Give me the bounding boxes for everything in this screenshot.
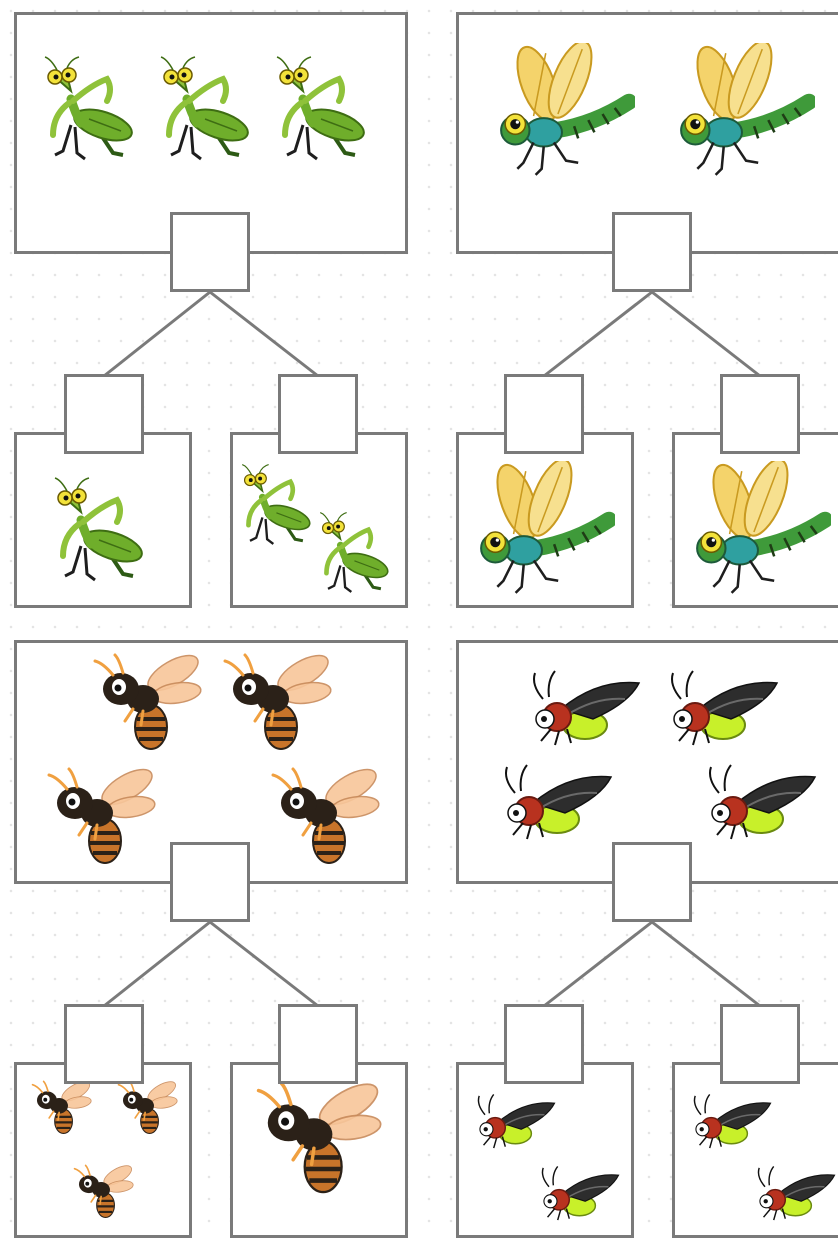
wasp-icon [69, 1160, 141, 1226]
firefly-icon [533, 1165, 623, 1228]
part-box-firefly-left [456, 1062, 634, 1238]
dragonfly-icon [473, 461, 615, 604]
connector-line [209, 920, 319, 1008]
answer-box-mantis-part-left[interactable] [64, 374, 144, 454]
connector-line [543, 920, 653, 1008]
wasp-icon [113, 1076, 185, 1142]
answer-box-dragonfly-part-right[interactable] [720, 374, 800, 454]
connector-line [651, 920, 761, 1008]
wasp-icon [85, 646, 215, 760]
firefly-icon [493, 763, 617, 848]
connector-line [103, 290, 211, 378]
part-box-firefly-right [672, 1062, 838, 1238]
wasp-icon [263, 760, 393, 874]
dragonfly-icon [493, 43, 635, 186]
firefly-icon [749, 1165, 838, 1228]
part-box-wasp-left [14, 1062, 192, 1238]
answer-box-dragonfly-whole[interactable] [612, 212, 692, 292]
firefly-icon [697, 763, 821, 848]
firefly-icon [659, 669, 783, 754]
firefly-icon [469, 1093, 559, 1156]
mantis-icon [41, 55, 141, 168]
mantis-icon [51, 471, 151, 594]
wasp-icon [215, 646, 345, 760]
answer-box-wasp-whole[interactable] [170, 842, 250, 922]
answer-box-wasp-part-right[interactable] [278, 1004, 358, 1084]
firefly-icon [685, 1093, 775, 1156]
connector-line [209, 290, 319, 378]
dragonfly-icon [689, 461, 831, 604]
connector-line [103, 920, 211, 1008]
answer-box-wasp-part-left[interactable] [64, 1004, 144, 1084]
mantis-icon [239, 463, 317, 552]
mantis-icon [157, 55, 257, 168]
answer-box-firefly-part-right[interactable] [720, 1004, 800, 1084]
part-box-mantis-left [14, 432, 192, 608]
part-box-mantis-right [230, 432, 408, 608]
mantis-icon [317, 511, 395, 600]
part-box-dragonfly-left [456, 432, 634, 608]
answer-box-firefly-part-left[interactable] [504, 1004, 584, 1084]
answer-box-mantis-whole[interactable] [170, 212, 250, 292]
wasp-icon [39, 760, 169, 874]
wasp-icon [247, 1079, 397, 1204]
dragonfly-icon [673, 43, 815, 186]
answer-box-mantis-part-right[interactable] [278, 374, 358, 454]
part-box-dragonfly-right [672, 432, 838, 608]
answer-box-firefly-whole[interactable] [612, 842, 692, 922]
answer-box-dragonfly-part-left[interactable] [504, 374, 584, 454]
part-box-wasp-right [230, 1062, 408, 1238]
connector-line [543, 290, 653, 378]
firefly-icon [521, 669, 645, 754]
connector-line [651, 290, 761, 378]
mantis-icon [273, 55, 373, 168]
wasp-icon [27, 1076, 99, 1142]
